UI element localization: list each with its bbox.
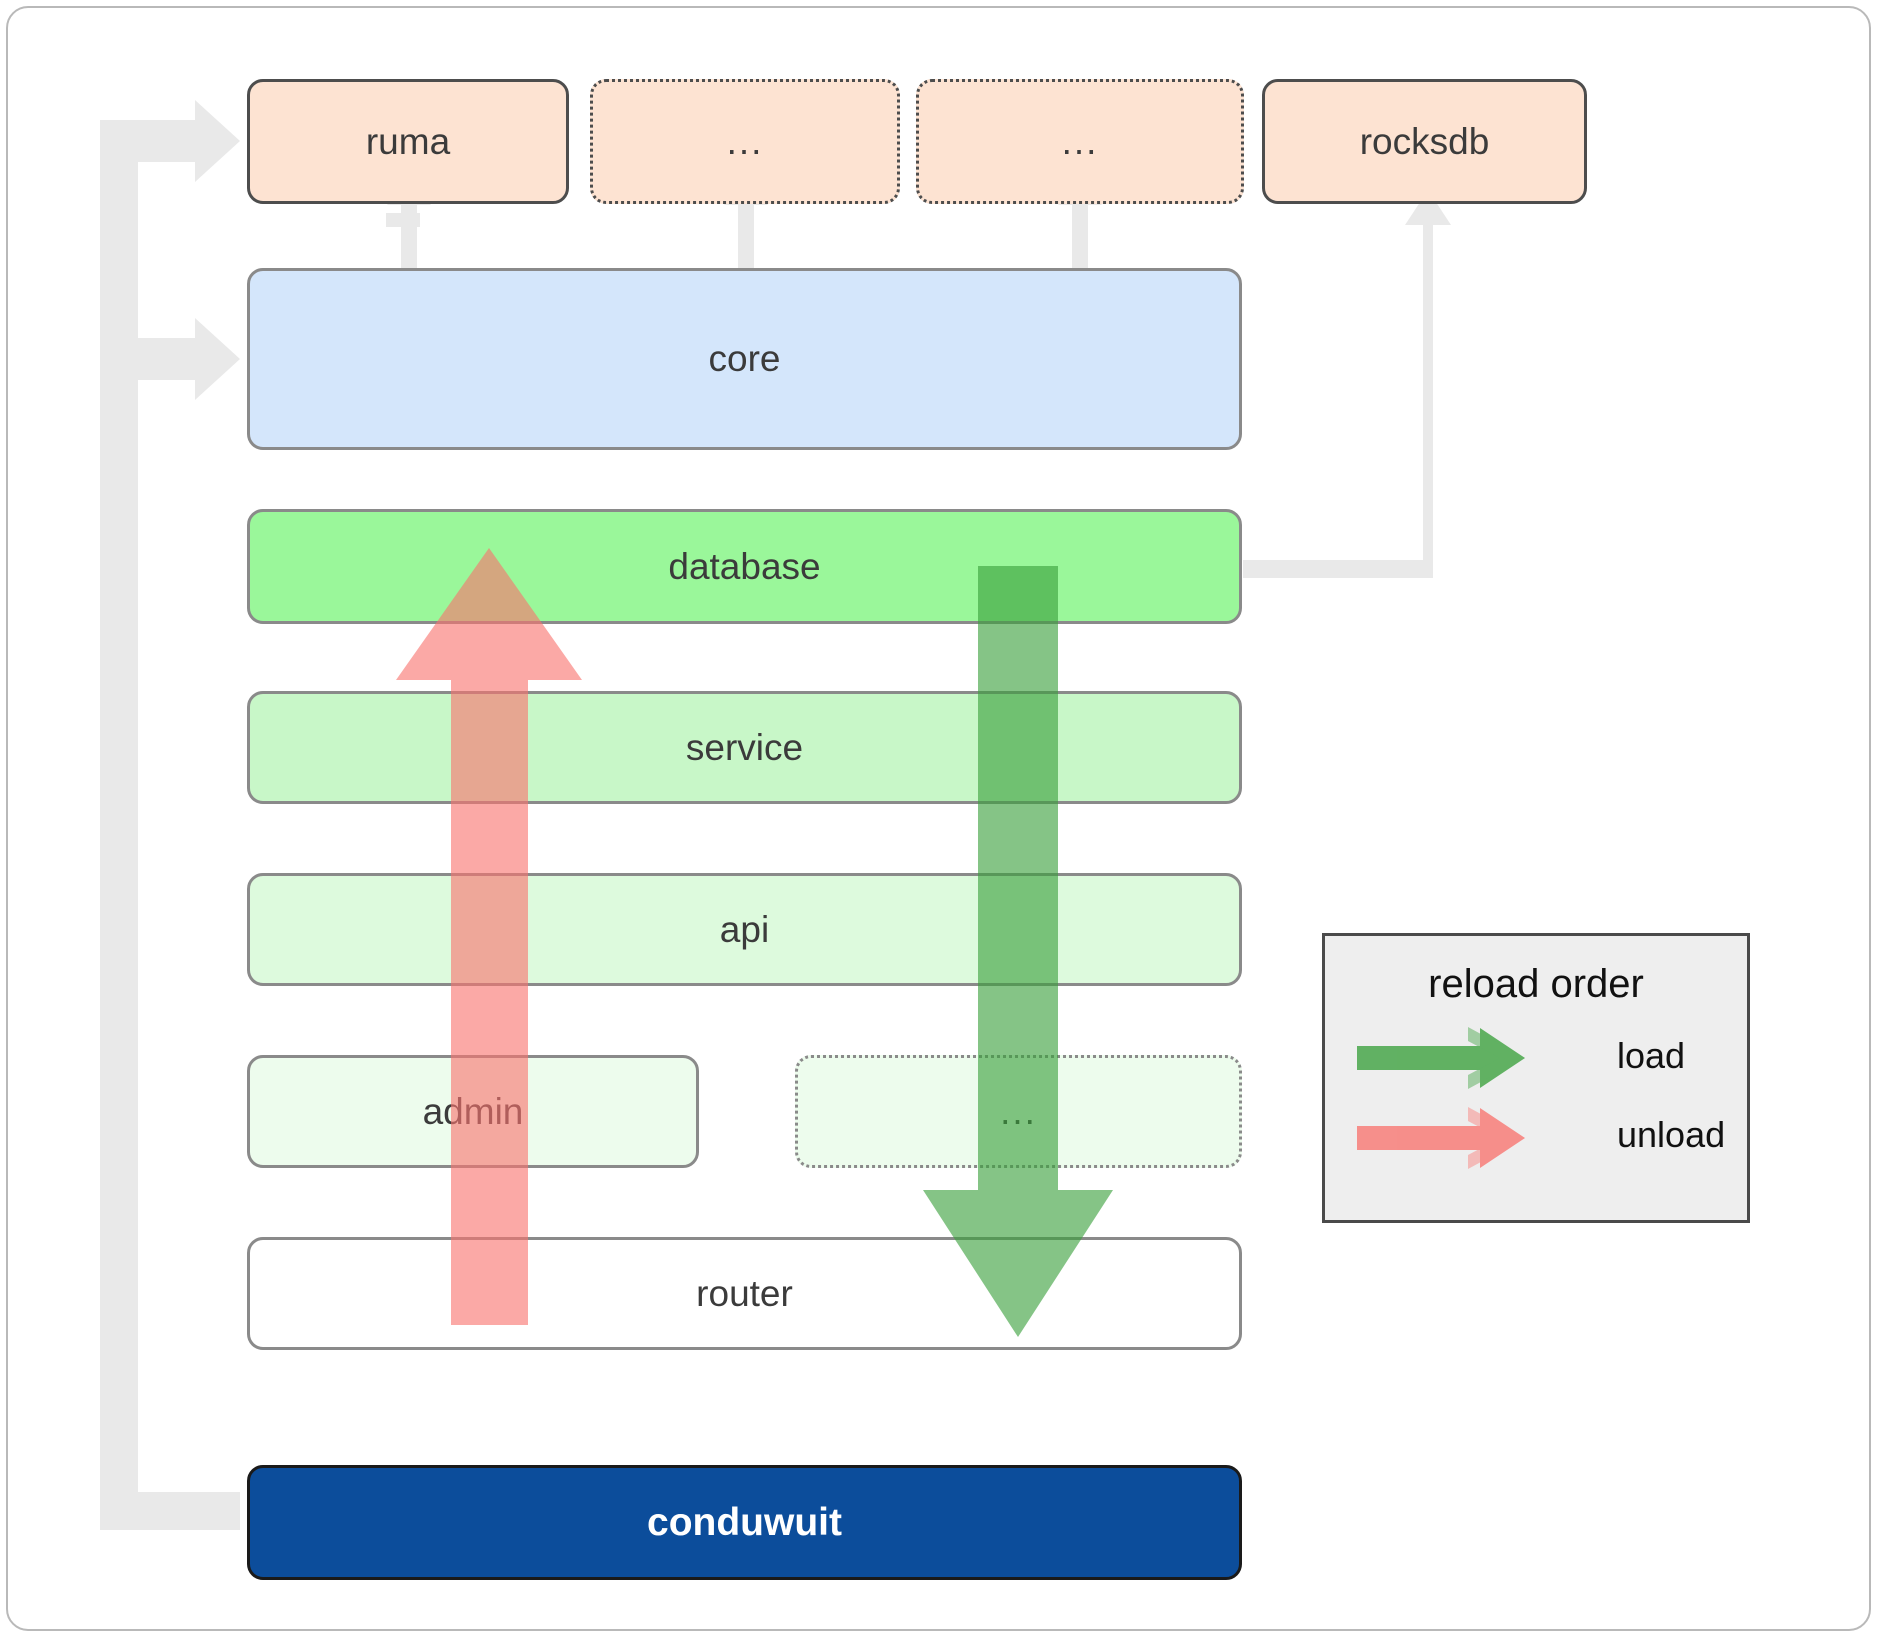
- legend-title: reload order: [1428, 962, 1644, 1006]
- crate-box-database[interactable]: database: [247, 509, 1242, 624]
- legend-panel: reload order load unload: [1322, 933, 1750, 1223]
- crate-box-layer-ellipsis[interactable]: ...: [795, 1055, 1242, 1168]
- legend-label-unload: unload: [1617, 1114, 1726, 1155]
- crate-box-api[interactable]: api: [247, 873, 1242, 986]
- dependency-label-rocksdb: rocksdb: [1359, 120, 1490, 162]
- crate-label-conduwuit: conduwuit: [647, 1500, 842, 1544]
- crate-label-database: database: [668, 545, 821, 587]
- diagram-frame: [6, 6, 1871, 1631]
- dependency-box-ellipsis-2[interactable]: ...: [916, 79, 1244, 204]
- legend-arrow-glyphs: [1357, 1027, 1525, 1169]
- dependency-label-ellipsis-1: ...: [726, 120, 764, 162]
- dependency-box-ellipsis-1[interactable]: ...: [590, 79, 900, 204]
- crate-box-admin[interactable]: admin: [247, 1055, 699, 1168]
- dependency-box-ruma[interactable]: ruma: [247, 79, 569, 204]
- dependency-label-ruma: ruma: [365, 120, 451, 162]
- crate-box-router[interactable]: router: [247, 1237, 1242, 1350]
- crate-label-admin: admin: [422, 1090, 524, 1132]
- crate-label-core: core: [708, 338, 781, 379]
- crate-label-layer-ellipsis: ...: [1000, 1090, 1037, 1132]
- legend-label-load: load: [1617, 1035, 1686, 1076]
- crate-label-router: router: [696, 1272, 793, 1314]
- crate-box-core[interactable]: core: [247, 268, 1242, 450]
- crate-label-service: service: [685, 726, 804, 768]
- crate-box-conduwuit[interactable]: conduwuit: [247, 1465, 1242, 1580]
- dependency-box-rocksdb[interactable]: rocksdb: [1262, 79, 1587, 204]
- crate-label-api: api: [719, 908, 770, 950]
- crate-box-service[interactable]: service: [247, 691, 1242, 804]
- dependency-label-ellipsis-2: ...: [1061, 120, 1099, 162]
